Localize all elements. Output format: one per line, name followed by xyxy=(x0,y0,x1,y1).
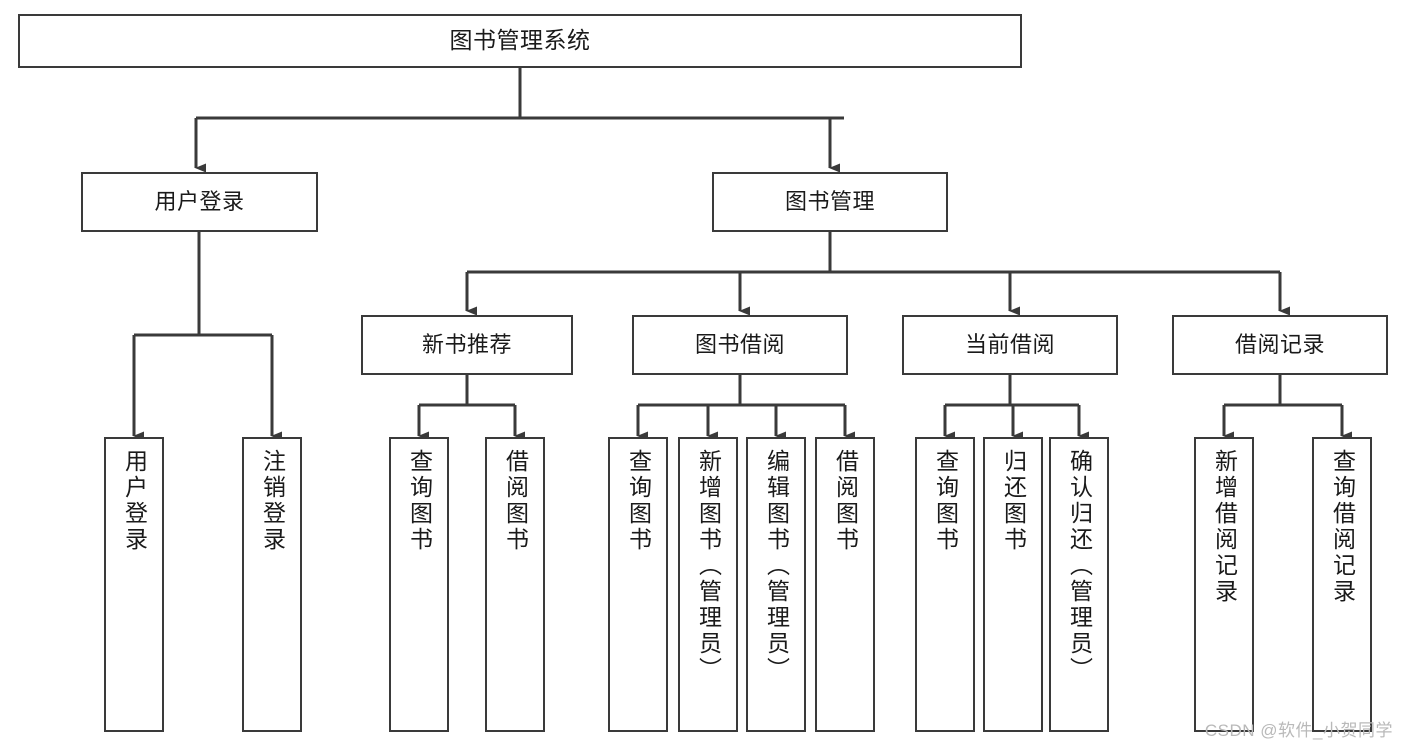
node-label: 图书管理 xyxy=(784,188,875,214)
node-new-book-recommend[interactable]: 新书推荐 xyxy=(361,315,573,375)
node-label: 借阅图书 xyxy=(832,449,859,553)
leaf-user-login-login[interactable]: 用户登录 xyxy=(104,437,164,732)
node-borrow-record[interactable]: 借阅记录 xyxy=(1172,315,1388,375)
leaf-new-book-query[interactable]: 查询图书 xyxy=(389,437,449,732)
node-user-login[interactable]: 用户登录 xyxy=(81,172,318,232)
node-current-borrow[interactable]: 当前借阅 xyxy=(902,315,1118,375)
node-label: 查询图书 xyxy=(406,449,433,553)
leaf-book-borrow-add[interactable]: 新增图书（管理员） xyxy=(678,437,738,732)
node-label: 编辑图书（管理员） xyxy=(763,449,790,683)
leaf-user-login-logout[interactable]: 注销登录 xyxy=(242,437,302,732)
node-label: 查询图书 xyxy=(932,449,959,553)
node-label: 新增图书（管理员） xyxy=(695,449,722,683)
node-label: 当前借阅 xyxy=(964,331,1055,357)
node-label: 用户登录 xyxy=(154,188,245,214)
node-label: 注销登录 xyxy=(259,449,286,553)
watermark-text: CSDN @软件_小贺同学 xyxy=(1204,721,1393,740)
node-book-borrow[interactable]: 图书借阅 xyxy=(632,315,848,375)
leaf-current-borrow-query[interactable]: 查询图书 xyxy=(915,437,975,732)
leaf-borrow-record-add[interactable]: 新增借阅记录 xyxy=(1194,437,1254,732)
leaf-book-borrow-query[interactable]: 查询图书 xyxy=(608,437,668,732)
node-book-management[interactable]: 图书管理 xyxy=(712,172,948,232)
node-label: 图书借阅 xyxy=(694,331,785,357)
leaf-book-borrow-borrow[interactable]: 借阅图书 xyxy=(815,437,875,732)
leaf-new-book-borrow[interactable]: 借阅图书 xyxy=(485,437,545,732)
leaf-borrow-record-query[interactable]: 查询借阅记录 xyxy=(1312,437,1372,732)
leaf-current-borrow-confirm-return[interactable]: 确认归还（管理员） xyxy=(1049,437,1109,732)
node-label: 图书管理系统 xyxy=(449,27,591,54)
leaf-current-borrow-return[interactable]: 归还图书 xyxy=(983,437,1043,732)
node-label: 新书推荐 xyxy=(421,331,512,357)
node-label: 借阅记录 xyxy=(1234,331,1325,357)
node-label: 归还图书 xyxy=(1000,449,1027,553)
leaf-book-borrow-edit[interactable]: 编辑图书（管理员） xyxy=(746,437,806,732)
node-label: 借阅图书 xyxy=(502,449,529,553)
node-label: 新增借阅记录 xyxy=(1211,449,1238,605)
node-label: 查询借阅记录 xyxy=(1329,449,1356,605)
node-label: 用户登录 xyxy=(121,449,148,553)
node-root-book-management-system[interactable]: 图书管理系统 xyxy=(18,14,1022,68)
node-label: 确认归还（管理员） xyxy=(1066,449,1093,683)
node-label: 查询图书 xyxy=(625,449,652,553)
